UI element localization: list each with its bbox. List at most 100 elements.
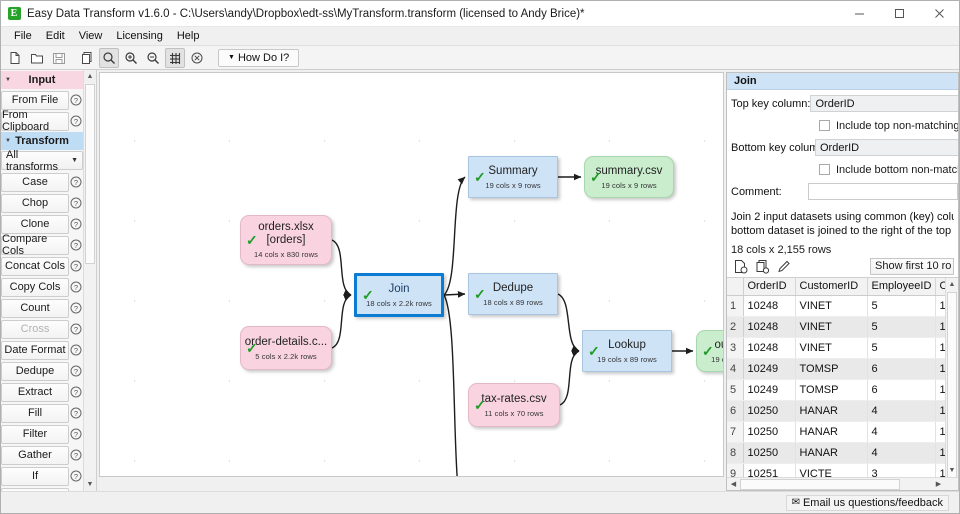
sidebar-item-label[interactable]: Insert — [1, 487, 69, 491]
sidebar-item-label[interactable]: Dedupe — [1, 361, 69, 381]
sidebar-item-insert[interactable]: Insert? — [1, 487, 83, 491]
sidebar-item-label[interactable]: Compare Cols — [1, 233, 69, 257]
sidebar-item-clone[interactable]: Clone? — [1, 214, 83, 234]
cell-customerid[interactable]: VINET — [795, 316, 868, 338]
flow-canvas[interactable]: ✓orders.xlsx[orders]14 cols x 830 rows✓o… — [99, 72, 724, 477]
sidebar-item-label[interactable]: Fill — [1, 403, 69, 423]
grid-vscrollbar[interactable]: ▲ ▼ — [945, 278, 958, 490]
grid-hscrollbar[interactable]: ◀ ▶ — [727, 477, 958, 490]
flow-link-join-to-summary[interactable] — [443, 176, 466, 296]
table-row[interactable]: 310248VINET51996-07-04 — [727, 337, 958, 359]
cell-customerid[interactable]: HANAR — [795, 421, 868, 443]
sidebar-item-label[interactable]: Case — [1, 172, 69, 192]
comment-input[interactable] — [808, 183, 958, 200]
sidebar-item-label[interactable]: Clone — [1, 214, 69, 234]
cell-orderid[interactable]: 10249 — [743, 358, 796, 380]
grid-scroll-left-icon[interactable]: ◀ — [730, 481, 737, 488]
grid-scroll-up-icon[interactable]: ▲ — [948, 281, 956, 288]
column-header[interactable] — [727, 278, 744, 296]
sidebar-item-chop[interactable]: Chop? — [1, 193, 83, 213]
column-header-employeeid[interactable]: EmployeeID — [867, 278, 936, 296]
sidebar-item-case[interactable]: Case? — [1, 172, 83, 192]
sidebar-item-cross[interactable]: Cross? — [1, 319, 83, 339]
menu-help[interactable]: Help — [176, 30, 200, 42]
flow-node-orders[interactable]: ✓orders.xlsx[orders]14 cols x 830 rows — [240, 215, 332, 265]
question-mark-icon[interactable]: ? — [69, 176, 83, 188]
grid-scroll-right-icon[interactable]: ▶ — [935, 481, 942, 488]
flow-link-taxrates-to-lookup[interactable] — [559, 350, 580, 406]
sidebar-item-label[interactable]: Extract — [1, 382, 69, 402]
how-do-i-button[interactable]: ▼ How Do I? — [218, 48, 300, 67]
cell-orderid[interactable]: 10250 — [743, 442, 796, 464]
table-row[interactable]: 210248VINET51996-07-04 — [727, 316, 958, 338]
grid-scroll-area[interactable]: OrderIDCustomerIDEmployeeIDOrderDate 110… — [727, 278, 958, 490]
close-icon[interactable] — [919, 1, 959, 27]
sidebar-item-from-clipboard[interactable]: From Clipboard? — [1, 109, 83, 133]
transform-filter-select[interactable]: All transforms▼ — [1, 149, 83, 173]
question-mark-icon[interactable]: ? — [69, 449, 83, 461]
sidebar-item-copy-cols[interactable]: Copy Cols? — [1, 277, 83, 297]
question-mark-icon[interactable]: ? — [69, 407, 83, 419]
question-mark-icon[interactable]: ? — [69, 302, 83, 314]
sidebar-item-date-format[interactable]: Date Format? — [1, 340, 83, 360]
flow-link-orders-to-join[interactable] — [331, 239, 352, 296]
cell-customerid[interactable]: TOMSP — [795, 358, 868, 380]
include-bottom-row[interactable]: Include bottom non-matchi — [731, 160, 958, 179]
question-mark-icon[interactable]: ? — [69, 428, 83, 440]
grid-icon[interactable] — [165, 47, 185, 68]
question-mark-icon[interactable]: ? — [69, 260, 83, 272]
zoom-out-icon[interactable] — [143, 48, 163, 68]
sidebar-item-label[interactable]: Cross — [1, 319, 69, 339]
cell-orderid[interactable]: 10248 — [743, 316, 796, 338]
cell-customerid[interactable]: VINET — [795, 295, 868, 317]
question-mark-icon[interactable]: ? — [69, 239, 83, 251]
cell-employeeid[interactable]: 4 — [867, 400, 936, 422]
sidebar-item-from-file[interactable]: From File? — [1, 90, 83, 110]
scroll-down-icon[interactable]: ▼ — [84, 478, 96, 491]
cell-employeeid[interactable]: 5 — [867, 337, 936, 359]
cell-employeeid[interactable]: 4 — [867, 421, 936, 443]
question-mark-icon[interactable]: ? — [69, 344, 83, 356]
include-bottom-checkbox[interactable] — [819, 164, 830, 175]
sidebar-item-if[interactable]: If? — [1, 466, 83, 486]
edit-pencil-icon[interactable] — [775, 257, 794, 275]
sidebar-item-concat-cols[interactable]: Concat Cols? — [1, 256, 83, 276]
question-mark-icon[interactable]: ? — [69, 281, 83, 293]
sidebar-item-label[interactable]: From File — [1, 90, 69, 110]
sidebar-item-extract[interactable]: Extract? — [1, 382, 83, 402]
question-mark-icon[interactable]: ? — [69, 115, 83, 127]
cell-employeeid[interactable]: 4 — [867, 442, 936, 464]
flow-link-join-to-pivot[interactable] — [443, 294, 465, 476]
copy-to-file-icon[interactable] — [731, 257, 750, 275]
sidebar-scroll-thumb[interactable] — [85, 84, 95, 264]
cancel-icon[interactable] — [187, 48, 207, 68]
sidebar-item-label[interactable]: Copy Cols — [1, 277, 69, 297]
table-row[interactable]: 710250HANAR41996-07-08 — [727, 421, 958, 443]
show-rows-button[interactable]: Show first 10 ro — [870, 257, 954, 275]
cell-employeeid[interactable]: 5 — [867, 316, 936, 338]
grid-hscroll-track[interactable] — [740, 478, 932, 490]
sidebar-item-count[interactable]: Count? — [1, 298, 83, 318]
open-icon[interactable] — [27, 48, 47, 68]
question-mark-icon[interactable]: ? — [69, 470, 83, 482]
sidebar-item-filter[interactable]: Filter? — [1, 424, 83, 444]
copy-icon[interactable] — [77, 48, 97, 68]
cell-customerid[interactable]: HANAR — [795, 442, 868, 464]
sidebar-scrollbar[interactable]: ▲ ▼ — [83, 70, 96, 491]
flow-link-orderdetails-to-join[interactable] — [331, 294, 352, 349]
cell-orderid[interactable]: 10249 — [743, 379, 796, 401]
grid-hscroll-thumb[interactable] — [740, 478, 900, 490]
copy-to-clipboard-icon[interactable] — [753, 257, 772, 275]
sidebar-item-label[interactable]: Filter — [1, 424, 69, 444]
top-key-select[interactable]: OrderID — [810, 95, 958, 112]
save-icon[interactable] — [49, 48, 69, 68]
cell-customerid[interactable]: VINET — [795, 337, 868, 359]
column-header-customerid[interactable]: CustomerID — [795, 278, 868, 296]
sidebar-item-dedupe[interactable]: Dedupe? — [1, 361, 83, 381]
cell-employeeid[interactable]: 6 — [867, 358, 936, 380]
menu-file[interactable]: File — [14, 30, 32, 42]
bottom-key-select[interactable]: OrderID — [815, 139, 958, 156]
table-row[interactable]: 410249TOMSP61996-07-05 — [727, 358, 958, 380]
